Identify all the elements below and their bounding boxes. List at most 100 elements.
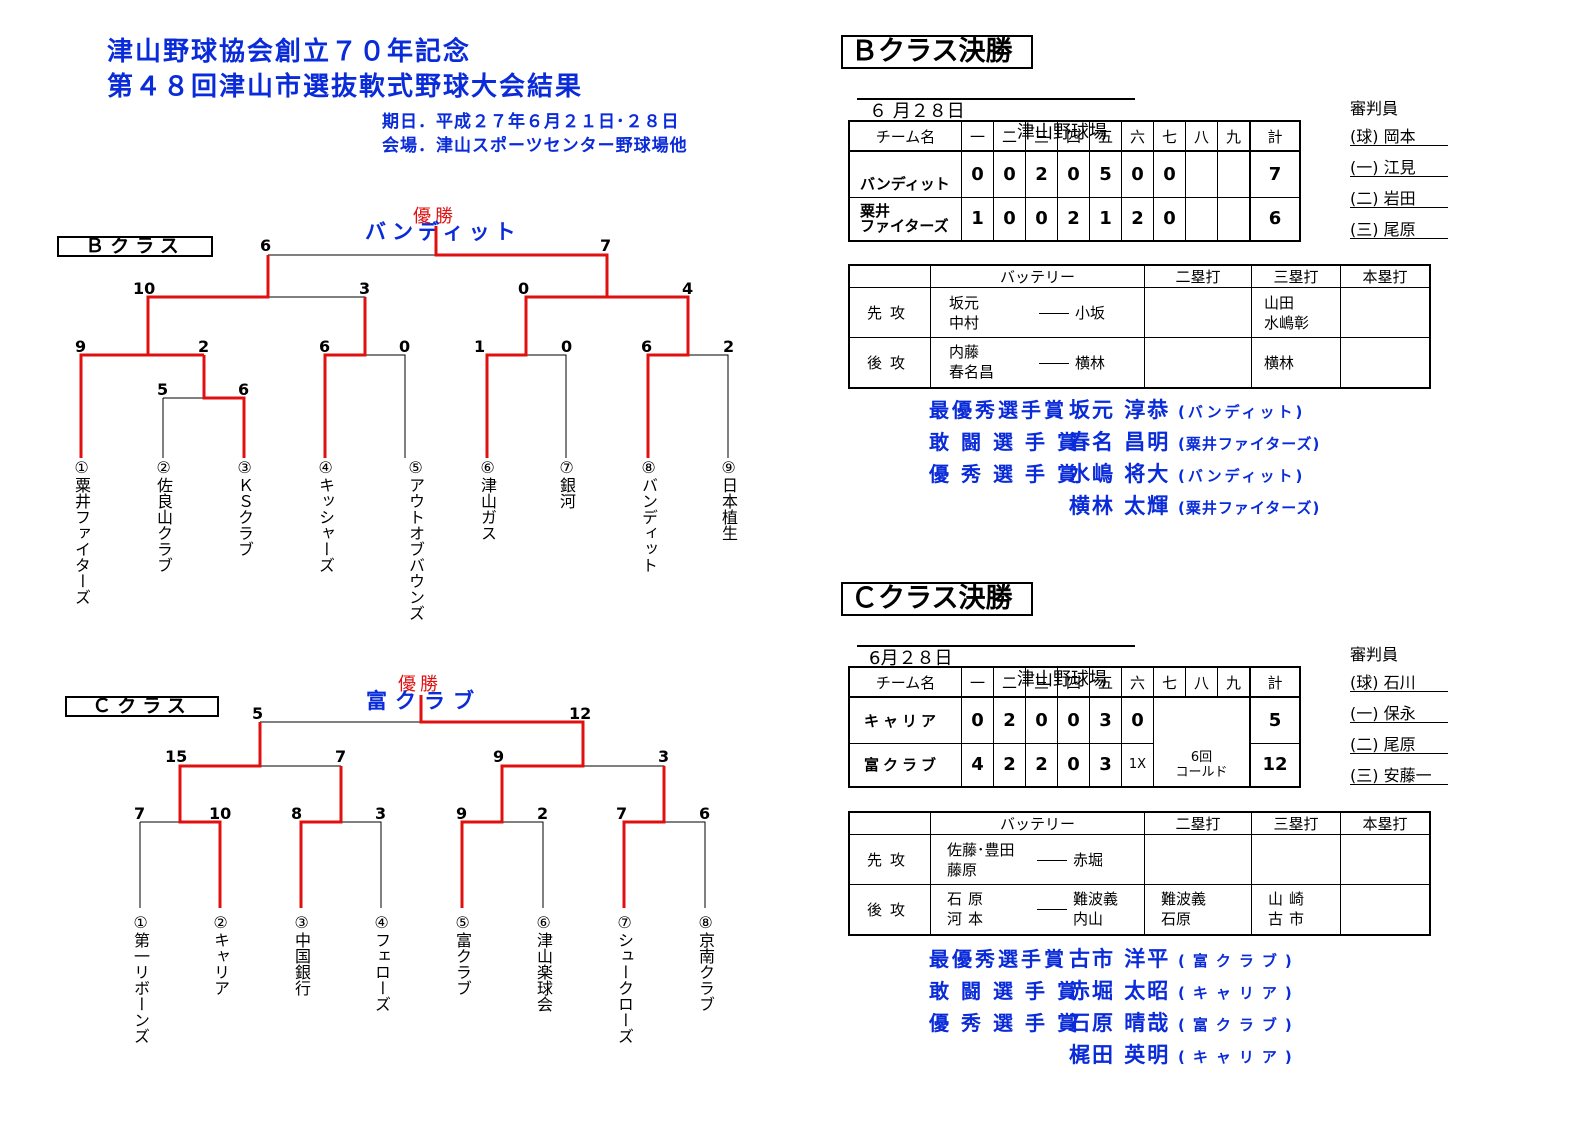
- b-sb-h10: 計: [1249, 120, 1301, 152]
- b-umpire-2: (一) 江見: [1350, 154, 1448, 177]
- b-award-1-team: (バンディット): [1177, 403, 1306, 421]
- c-final-score-right: 12: [569, 704, 592, 723]
- page-title-line1: 津山野球協会創立７０年記念: [107, 37, 472, 67]
- b-sb-r1-5: 5: [1089, 150, 1122, 198]
- b-sb-r1-7: 0: [1153, 150, 1186, 198]
- b-umpire-1: (球) 岡本: [1350, 123, 1448, 146]
- page-title-line2: 第４８回津山市選抜軟式野球大会結果: [107, 72, 584, 102]
- c-sb-h8: 八: [1185, 666, 1218, 698]
- c-called-game-note: 6回 コールド: [1153, 696, 1251, 788]
- b-sb-r2-5: 1: [1089, 196, 1122, 242]
- b-award-2: 敢闘選手賞春名 昌明 (粟井ファイターズ): [929, 427, 1320, 459]
- c-team-8: ⑧京南クラブ: [696, 913, 715, 1012]
- c-final-heading: Ｃクラス決勝: [841, 582, 1033, 616]
- b-sb-h3: 三: [1025, 120, 1058, 152]
- c-champion-label: 優勝: [398, 674, 442, 695]
- b-sb-team-2: 粟井 ファイターズ: [848, 196, 962, 242]
- b-sb-h9: 九: [1217, 120, 1251, 152]
- b-first-score-7: 6: [641, 337, 653, 356]
- c-bat-triple-1: [1251, 834, 1341, 885]
- b-first-score-1: 9: [75, 337, 87, 356]
- c-first-score-2: 10: [209, 804, 232, 823]
- c-bat-side-1: 先攻: [848, 834, 931, 885]
- b-sb-r1-4: 0: [1057, 150, 1090, 198]
- b-first-score-6: 0: [561, 337, 573, 356]
- b-final-dateline: ６ 月２８日 津山野球場: [857, 76, 1135, 143]
- c-sb-team-2: 富クラブ: [848, 742, 962, 788]
- b-award-1-label: 最優秀選手賞: [929, 398, 1067, 422]
- c-awards: 最優秀選手賞古市 洋平 (富クラブ) 敢闘選手賞赤堀 太昭 (キャリア) 優秀選…: [929, 944, 1300, 1072]
- c-sb-h9: 九: [1217, 666, 1251, 698]
- b-scoreboard: チーム名 一 二 三 四 五 六 七 八 九 計 バンディット 0 0 2 0 …: [848, 120, 1301, 242]
- c-umpire-2: (一) 保永: [1350, 700, 1448, 723]
- c-first-score-7: 7: [616, 804, 628, 823]
- b-pre-score-2: 6: [238, 380, 250, 399]
- b-sb-r2-7: 0: [1153, 196, 1186, 242]
- b-team-7: ⑦銀河: [557, 458, 576, 509]
- b-final-date: ６ 月２８日: [869, 101, 965, 122]
- b-umpire-4: (三) 尾原: [1350, 216, 1448, 239]
- c-sb-h4: 四: [1057, 666, 1090, 698]
- b-sb-r1-6: 0: [1121, 150, 1154, 198]
- c-team-7: ⑦シュークローズ: [615, 913, 634, 1044]
- b-sb-r2-9: [1217, 196, 1251, 242]
- b-bat-h-double: 二塁打: [1144, 264, 1252, 288]
- b-first-score-3: 6: [319, 337, 331, 356]
- b-sb-r2-3: 0: [1025, 196, 1058, 242]
- c-award-1-label: 最優秀選手賞: [929, 947, 1067, 971]
- b-award-4-name: 横林 太輝: [1069, 494, 1171, 518]
- c-sb-r1-1: 0: [961, 696, 994, 744]
- b-semi-score-1: 10: [133, 279, 156, 298]
- b-sb-r1-3: 2: [1025, 150, 1058, 198]
- c-sb-r1-2: 2: [993, 696, 1026, 744]
- c-bat-catcher-2: 難波義 内山: [1073, 890, 1119, 929]
- b-first-score-8: 2: [723, 337, 735, 356]
- b-sb-r1-9: [1217, 150, 1251, 198]
- b-final-heading: Ｂクラス決勝: [841, 35, 1033, 69]
- c-team-4: ④フェローズ: [372, 913, 391, 1012]
- c-sb-r2-6: 1X: [1121, 742, 1154, 788]
- c-award-4-name: 梶田 英明: [1069, 1043, 1171, 1067]
- c-award-3: 優秀選手賞石原 晴哉 (富クラブ): [929, 1008, 1300, 1040]
- b-bat-pitchers-1: 坂元 中村: [930, 287, 1039, 338]
- c-bat-pitchers-1: 佐藤･豊田 藤原: [930, 834, 1037, 885]
- b-bat-pitchers-2: 内藤 春名昌: [930, 337, 1039, 388]
- b-bat-double-2: [1144, 337, 1252, 388]
- c-team-3: ③中国銀行: [292, 913, 311, 996]
- c-first-score-1: 7: [134, 804, 146, 823]
- b-first-score-2: 2: [198, 337, 210, 356]
- b-sb-h8: 八: [1185, 120, 1218, 152]
- c-sb-r1-6: 0: [1121, 696, 1154, 744]
- b-bat-h-homer: 本塁打: [1340, 264, 1431, 288]
- c-award-2-label: 敢闘選手賞: [929, 979, 1089, 1003]
- c-bat-h-triple: 三塁打: [1251, 811, 1341, 835]
- c-award-4: 梶田 英明 (キャリア): [929, 1040, 1300, 1072]
- b-sb-r2-total: 6: [1249, 196, 1301, 242]
- c-scoreboard: チーム名 一 二 三 四 五 六 七 八 九 計 キャリア 0 2 0 0 3 …: [848, 666, 1301, 788]
- b-award-3-label: 優秀選手賞: [929, 462, 1089, 486]
- b-semi-score-2: 3: [359, 279, 371, 298]
- c-class-label: Ｃクラス: [65, 696, 219, 717]
- c-sb-r1-5: 3: [1089, 696, 1122, 744]
- c-award-2-team: (キャリア): [1177, 984, 1300, 1002]
- c-sb-h10: 計: [1249, 666, 1301, 698]
- c-sb-r1-total: 5: [1249, 696, 1301, 744]
- c-award-4-team: (キャリア): [1177, 1048, 1300, 1066]
- c-sb-r2-3: 2: [1025, 742, 1058, 788]
- c-bat-side-2: 後攻: [848, 884, 931, 935]
- c-team-2: ②キャリア: [211, 913, 230, 996]
- b-sb-r2-6: 2: [1121, 196, 1154, 242]
- b-final-score-right: 7: [600, 236, 612, 255]
- b-bat-triple-2: 横林: [1251, 337, 1341, 388]
- b-sb-r1-2: 0: [993, 150, 1026, 198]
- b-bat-triple-1: 山田 水嶋彰: [1251, 287, 1341, 338]
- c-team-1: ①第一リボーンズ: [131, 913, 150, 1044]
- b-champion-label: 優勝: [413, 206, 457, 227]
- c-bat-h-battery: バッテリー: [930, 811, 1145, 835]
- c-sb-r2-total: 12: [1249, 742, 1301, 788]
- b-semi-score-4: 4: [682, 279, 694, 298]
- c-semi-score-1: 15: [165, 747, 188, 766]
- c-bat-catcher-1: 赤堀: [1073, 851, 1104, 869]
